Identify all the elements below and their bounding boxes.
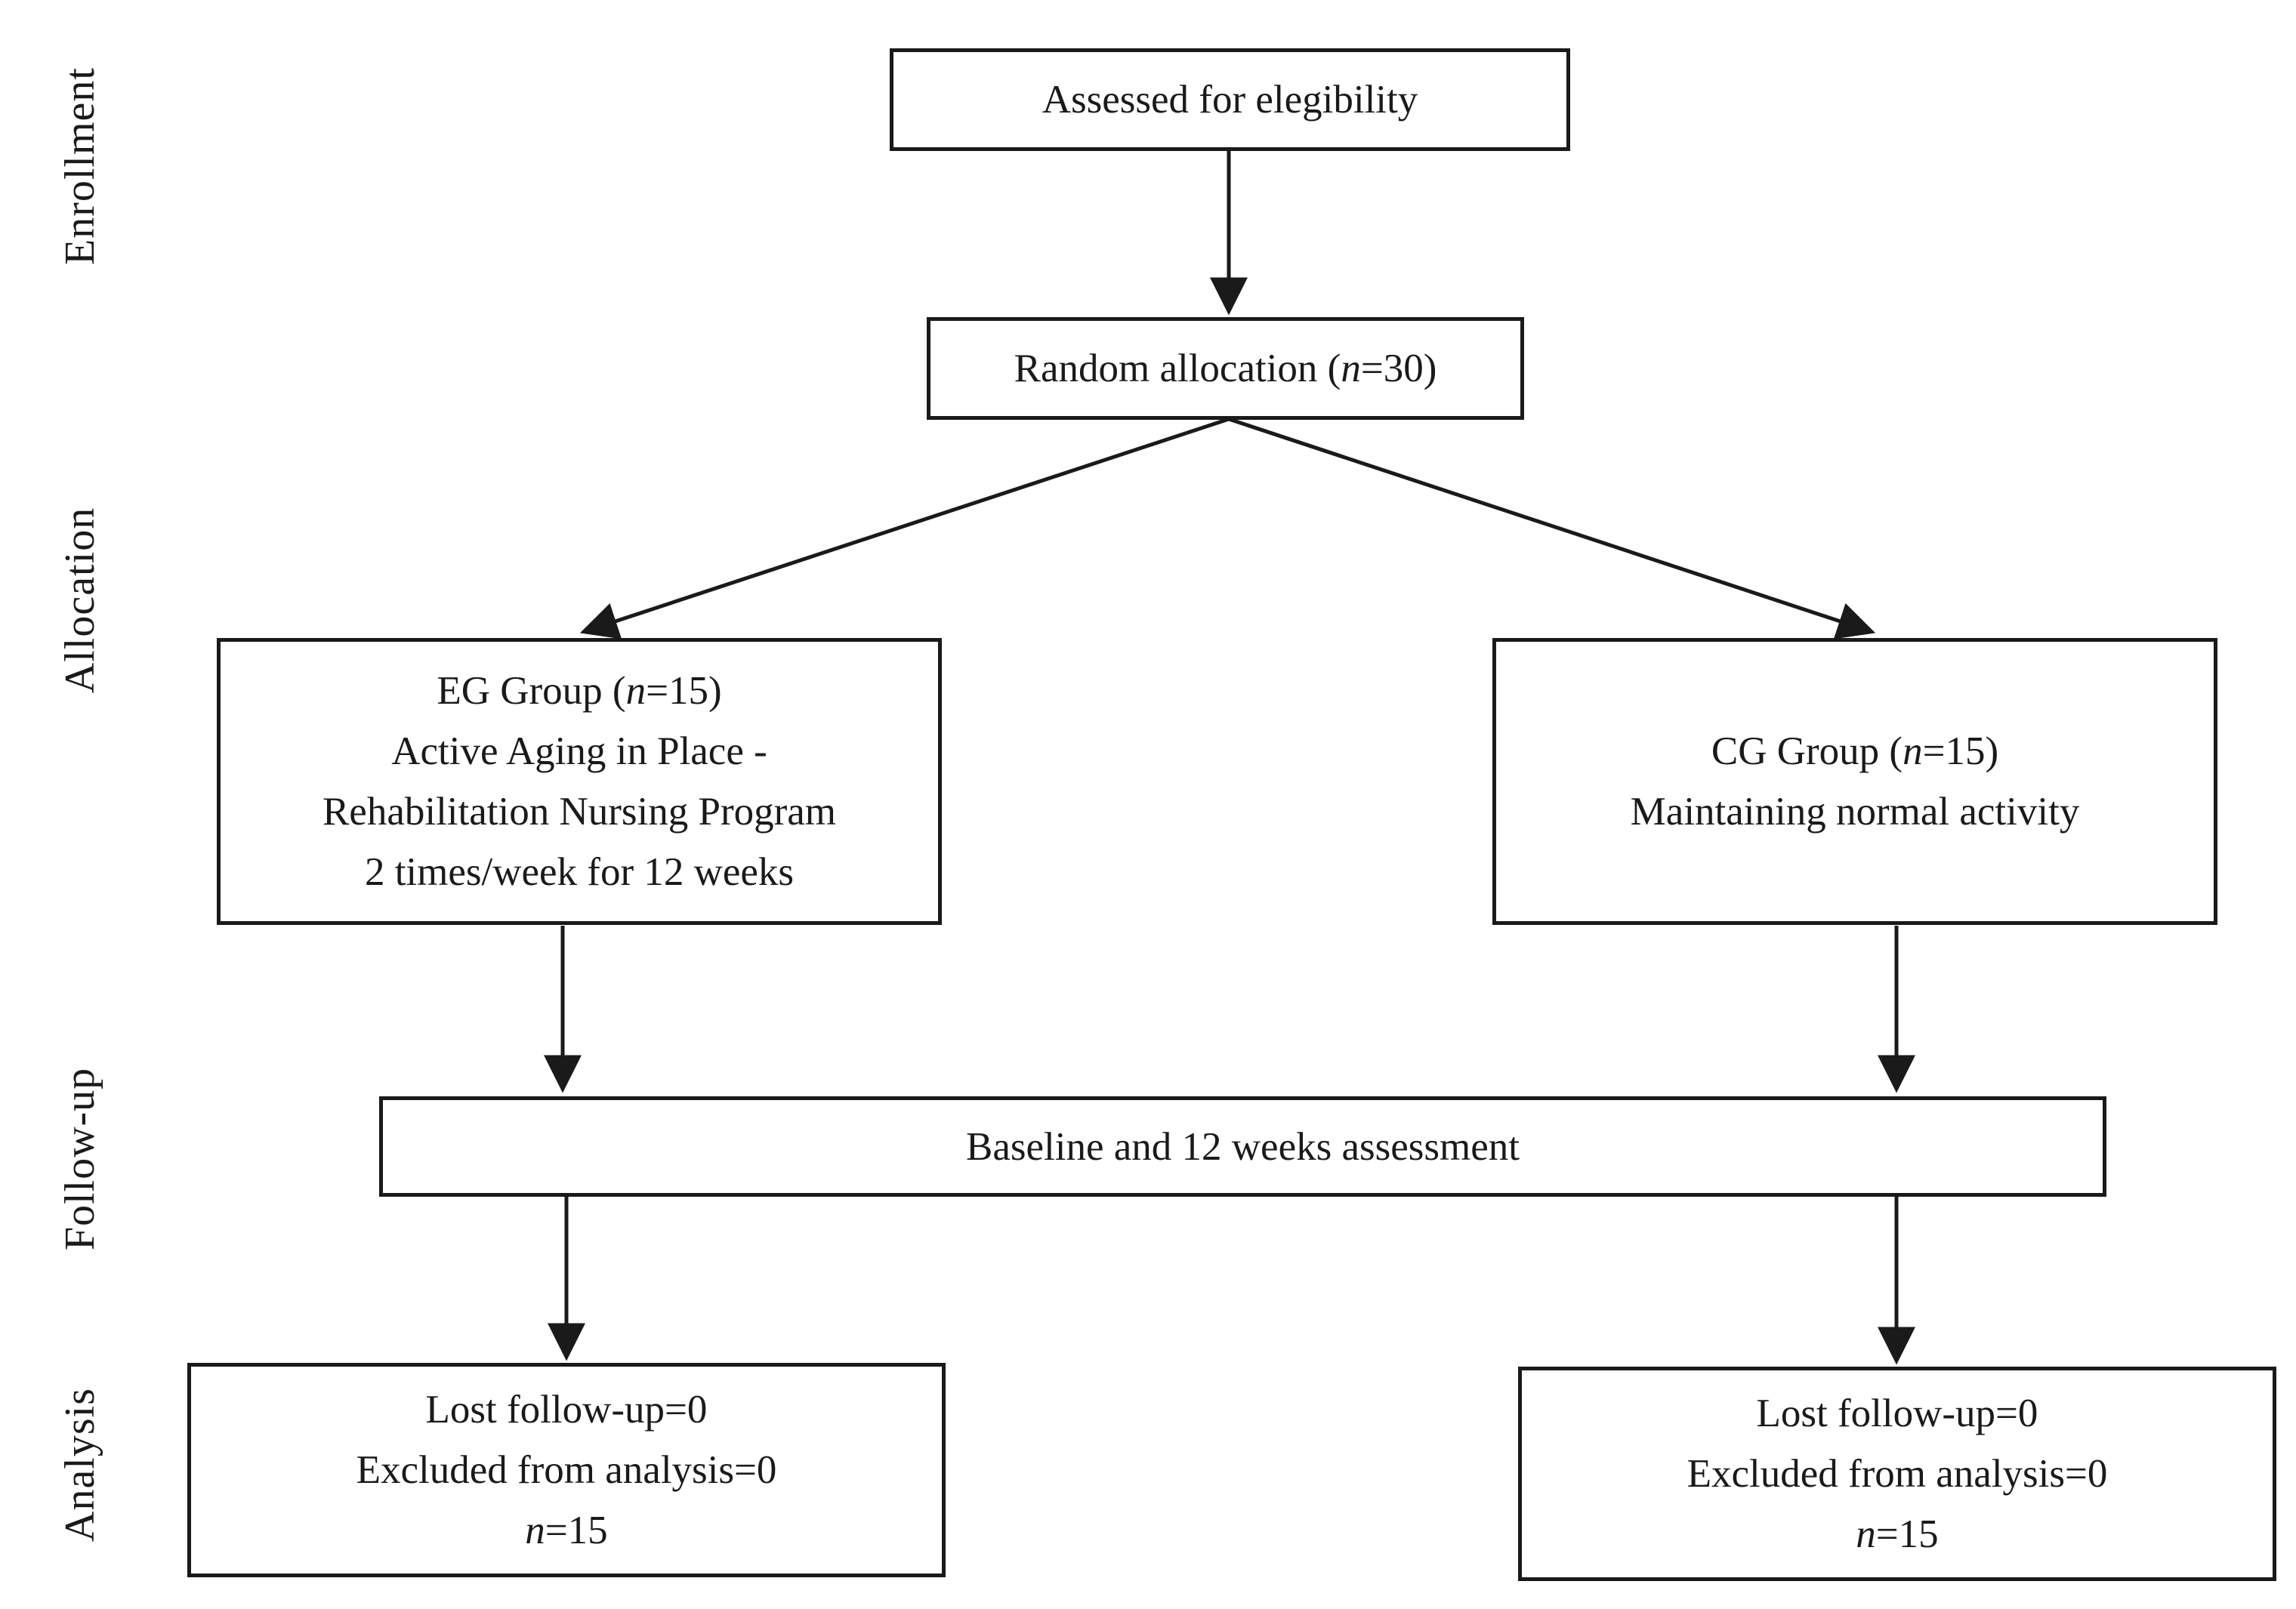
cg-excluded: Excluded from analysis=0 (1687, 1452, 2108, 1496)
random-allocation-box: Random allocation (n=30) (927, 317, 1524, 420)
eg-group-frequency: 2 times/week for 12 weeks (364, 850, 795, 894)
stage-label-enrollment: Enrollment (57, 67, 103, 265)
baseline-assessment-box: Baseline and 12 weeks assessment (379, 1096, 2106, 1197)
eg-analysis-box: Lost follow-up=0 Excluded from analysis=… (187, 1363, 946, 1577)
eg-excluded: Excluded from analysis=0 (356, 1448, 777, 1492)
cg-analysis-n: n=15 (1856, 1512, 1939, 1556)
random-allocation-text: Random allocation (n=30) (1014, 347, 1437, 390)
cg-group-box: CG Group (n=15) Maintaining normal activ… (1492, 638, 2217, 925)
assessed-text: Assessed for elegibility (1042, 78, 1418, 122)
stage-label-allocation: Allocation (57, 507, 103, 694)
cg-analysis-box: Lost follow-up=0 Excluded from analysis=… (1518, 1367, 2276, 1581)
cg-lost-follow-up: Lost follow-up=0 (1756, 1392, 2038, 1435)
eg-lost-follow-up: Lost follow-up=0 (425, 1388, 708, 1432)
stage-label-follow-up: Follow-up (57, 1067, 103, 1251)
cg-group-activity: Maintaining normal activity (1630, 790, 2080, 834)
eg-group-box: EG Group (n=15) Active Aging in Place - … (217, 638, 942, 925)
arrow-random-to-cg (1228, 417, 1876, 640)
eg-group-program-line: Active Aging in Place - (391, 729, 767, 773)
eg-analysis-n: n=15 (525, 1509, 608, 1552)
baseline-assessment-text: Baseline and 12 weeks assessment (966, 1124, 1520, 1169)
cg-group-title: CG Group (n=15) (1711, 729, 1999, 773)
eg-group-program-name: Rehabilitation Nursing Program (322, 790, 837, 834)
eg-group-title: EG Group (n=15) (437, 669, 722, 713)
assessed-for-eligibility-box: Assessed for elegibility (890, 48, 1570, 151)
arrow-random-to-eg (579, 417, 1230, 640)
stage-label-analysis: Analysis (57, 1388, 103, 1542)
